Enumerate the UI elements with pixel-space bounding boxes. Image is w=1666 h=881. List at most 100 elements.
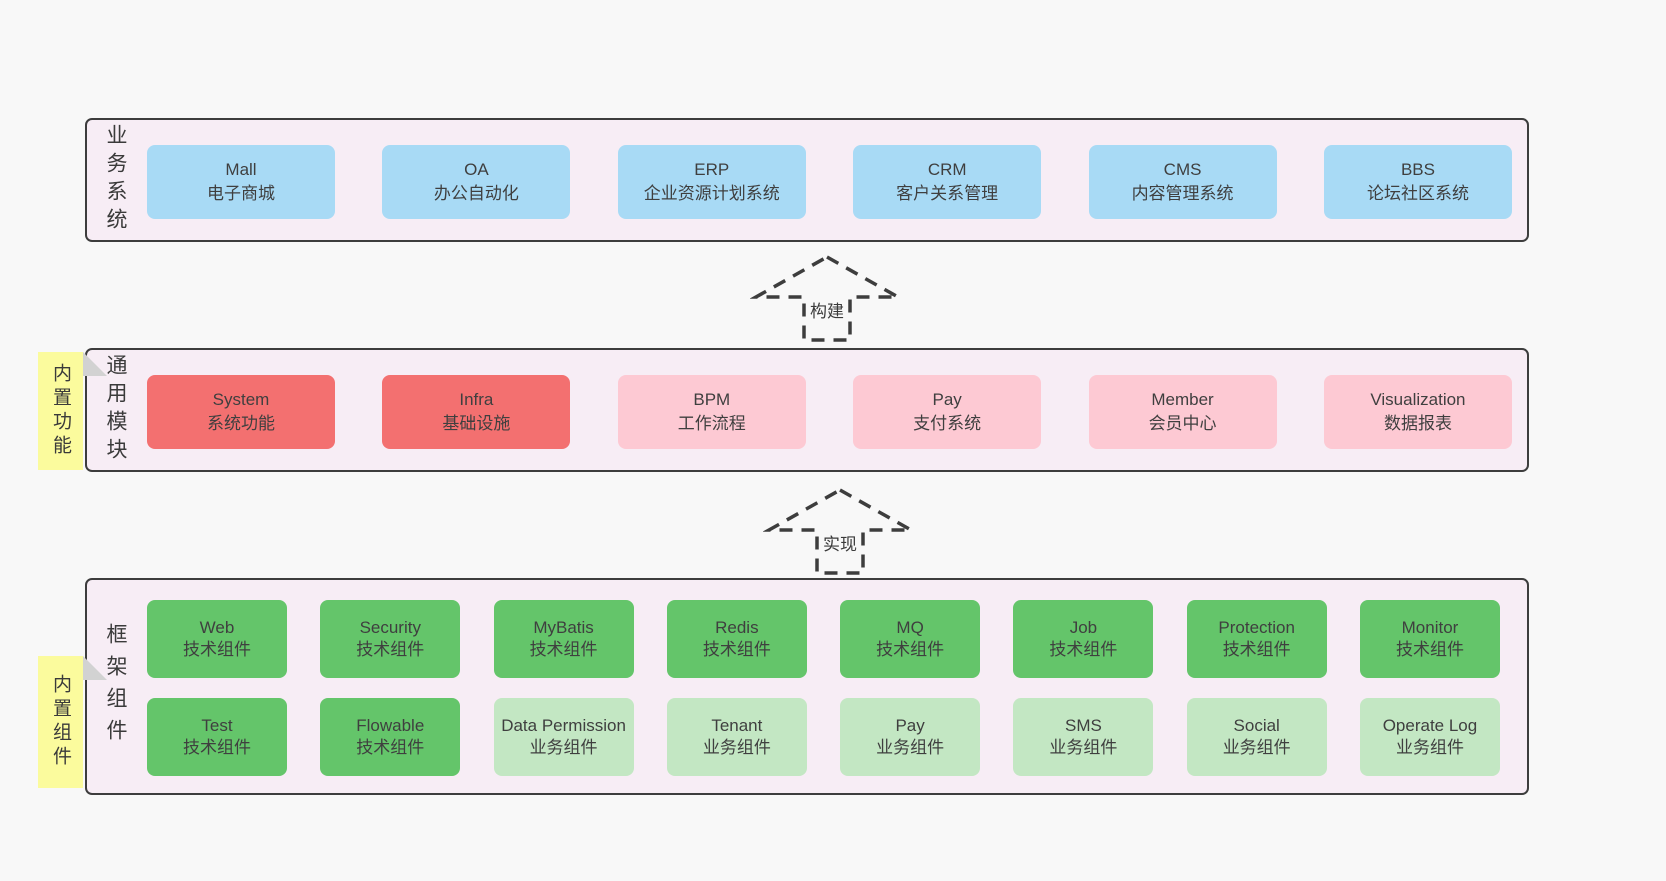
diagram-box-bpm: BPM 工作流程 bbox=[617, 375, 806, 449]
box-subtitle: 业务组件 bbox=[1222, 738, 1291, 757]
box-title: System bbox=[212, 389, 270, 409]
layer-business-systems: 业务系统 Mall 电子商城 OA 办公自动化 ERP 企业资源计划系统 CRM 客户关系管理… bbox=[85, 118, 1529, 242]
diagram-box-mall: Mall 电子商城 bbox=[147, 145, 335, 219]
diagram-box-mq: MQ 技术组件 bbox=[840, 600, 981, 678]
diagram-box-crm: CRM 客户关系管理 bbox=[853, 145, 1042, 219]
box-title: Member bbox=[1151, 389, 1214, 409]
diagram-box-sms: SMS 业务组件 bbox=[1013, 698, 1154, 776]
diagram-box-flowable: Flowable 技术组件 bbox=[320, 698, 461, 776]
diagram-box-protection: Protection 技术组件 bbox=[1186, 600, 1327, 678]
diagram-box-job: Job 技术组件 bbox=[1013, 600, 1154, 678]
box-subtitle: 业务组件 bbox=[702, 738, 771, 757]
box-title: Pay bbox=[895, 715, 925, 735]
box-subtitle: 技术组件 bbox=[1049, 640, 1118, 659]
box-title: Flowable bbox=[356, 715, 425, 735]
box-subtitle: 业务组件 bbox=[1395, 738, 1464, 757]
sticky-note-builtin-components-label: 内置组件 bbox=[50, 674, 71, 770]
box-subtitle: 电子商城 bbox=[207, 184, 275, 203]
box-title: Pay bbox=[932, 389, 962, 409]
box-subtitle: 支付系统 bbox=[913, 414, 982, 433]
box-subtitle: 业务组件 bbox=[1049, 738, 1118, 757]
modules-row-0: System 系统功能 Infra 基础设施 BPM 工作流程 Pay 支付系统 Member 会… bbox=[147, 375, 1512, 449]
layer-label-common-modules: 通用模块 bbox=[104, 354, 127, 466]
box-title: CRM bbox=[927, 159, 967, 179]
box-title: OA bbox=[464, 159, 489, 179]
diagram-box-data-permission: Data Permission 业务组件 bbox=[493, 698, 634, 776]
box-subtitle: 会员中心 bbox=[1148, 414, 1217, 433]
box-subtitle: 技术组件 bbox=[1222, 640, 1291, 659]
box-title: CMS bbox=[1163, 159, 1202, 179]
box-subtitle: 技术组件 bbox=[183, 640, 251, 659]
layer-common-modules: 通用模块 System 系统功能 Infra 基础设施 BPM 工作流程 Pay 支付系统 Me… bbox=[85, 348, 1529, 472]
diagram-box-redis: Redis 技术组件 bbox=[666, 600, 807, 678]
box-title: MyBatis bbox=[533, 617, 594, 637]
box-subtitle: 技术组件 bbox=[702, 640, 771, 659]
box-title: SMS bbox=[1064, 715, 1102, 735]
box-title: BPM bbox=[693, 389, 731, 409]
box-subtitle: 办公自动化 bbox=[433, 184, 519, 203]
up-block-arrow-icon bbox=[750, 254, 904, 342]
up-block-arrow-icon bbox=[763, 487, 917, 575]
diagram-box-social: Social 业务组件 bbox=[1186, 698, 1327, 776]
box-subtitle: 内容管理系统 bbox=[1131, 184, 1234, 203]
business-row-0: Mall 电子商城 OA 办公自动化 ERP 企业资源计划系统 CRM 客户关系管理 CMS 内容… bbox=[147, 145, 1512, 219]
box-subtitle: 客户关系管理 bbox=[896, 184, 999, 203]
diagram-box-infra: Infra 基础设施 bbox=[382, 375, 571, 449]
box-title: Security bbox=[359, 617, 421, 637]
box-subtitle: 数据报表 bbox=[1383, 414, 1452, 433]
layer-label-business-systems: 业务系统 bbox=[104, 124, 127, 236]
box-title: Operate Log bbox=[1382, 715, 1478, 735]
box-title: Job bbox=[1069, 617, 1098, 637]
sticky-note-builtin-features-label: 内置功能 bbox=[50, 363, 71, 459]
diagram-box-member: Member 会员中心 bbox=[1088, 375, 1277, 449]
diagram-box-erp: ERP 企业资源计划系统 bbox=[617, 145, 806, 219]
box-subtitle: 技术组件 bbox=[876, 640, 945, 659]
box-title: Visualization bbox=[1370, 389, 1466, 409]
box-subtitle: 论坛社区系统 bbox=[1366, 184, 1469, 203]
box-subtitle: 技术组件 bbox=[529, 640, 598, 659]
box-subtitle: 业务组件 bbox=[529, 738, 598, 757]
box-title: Infra bbox=[459, 389, 494, 409]
box-subtitle: 企业资源计划系统 bbox=[643, 184, 780, 203]
box-title: Redis bbox=[715, 617, 759, 637]
box-title: Social bbox=[1233, 715, 1280, 735]
box-title: MQ bbox=[896, 617, 924, 637]
box-subtitle: 技术组件 bbox=[183, 738, 251, 757]
box-subtitle: 技术组件 bbox=[356, 738, 425, 757]
diagram-box-bbs: BBS 论坛社区系统 bbox=[1323, 145, 1512, 219]
diagram-box-mybatis: MyBatis 技术组件 bbox=[493, 600, 634, 678]
diagram-box-oa: OA 办公自动化 bbox=[382, 145, 571, 219]
box-title: Monitor bbox=[1401, 617, 1459, 637]
diagram-box-cms: CMS 内容管理系统 bbox=[1088, 145, 1277, 219]
diagram-box-system: System 系统功能 bbox=[147, 375, 335, 449]
diagram-box-test: Test 技术组件 bbox=[147, 698, 287, 776]
diagram-box-operate-log: Operate Log 业务组件 bbox=[1359, 698, 1500, 776]
box-subtitle: 基础设施 bbox=[442, 414, 511, 433]
diagram-box-visualization: Visualization 数据报表 bbox=[1323, 375, 1512, 449]
box-title: Protection bbox=[1218, 617, 1295, 637]
build-arrow-label: 构建 bbox=[806, 296, 848, 323]
build-arrow: 构建 bbox=[750, 252, 904, 344]
box-subtitle: 工作流程 bbox=[677, 414, 746, 433]
box-subtitle: 技术组件 bbox=[356, 640, 425, 659]
box-title: BBS bbox=[1400, 159, 1435, 179]
implement-arrow-label: 实现 bbox=[819, 529, 861, 556]
note-fold-corner-icon bbox=[83, 352, 107, 376]
box-subtitle: 系统功能 bbox=[207, 414, 275, 433]
box-title: ERP bbox=[694, 159, 730, 179]
box-title: Test bbox=[201, 715, 233, 735]
box-subtitle: 技术组件 bbox=[1395, 640, 1464, 659]
sticky-note-builtin-features: 内置功能 bbox=[38, 352, 107, 470]
diagram-box-monitor: Monitor 技术组件 bbox=[1359, 600, 1500, 678]
box-title: Mall bbox=[225, 159, 257, 179]
implement-arrow: 实现 bbox=[763, 485, 917, 577]
box-title: Data Permission bbox=[501, 715, 626, 735]
sticky-note-builtin-components: 内置组件 bbox=[38, 656, 107, 788]
